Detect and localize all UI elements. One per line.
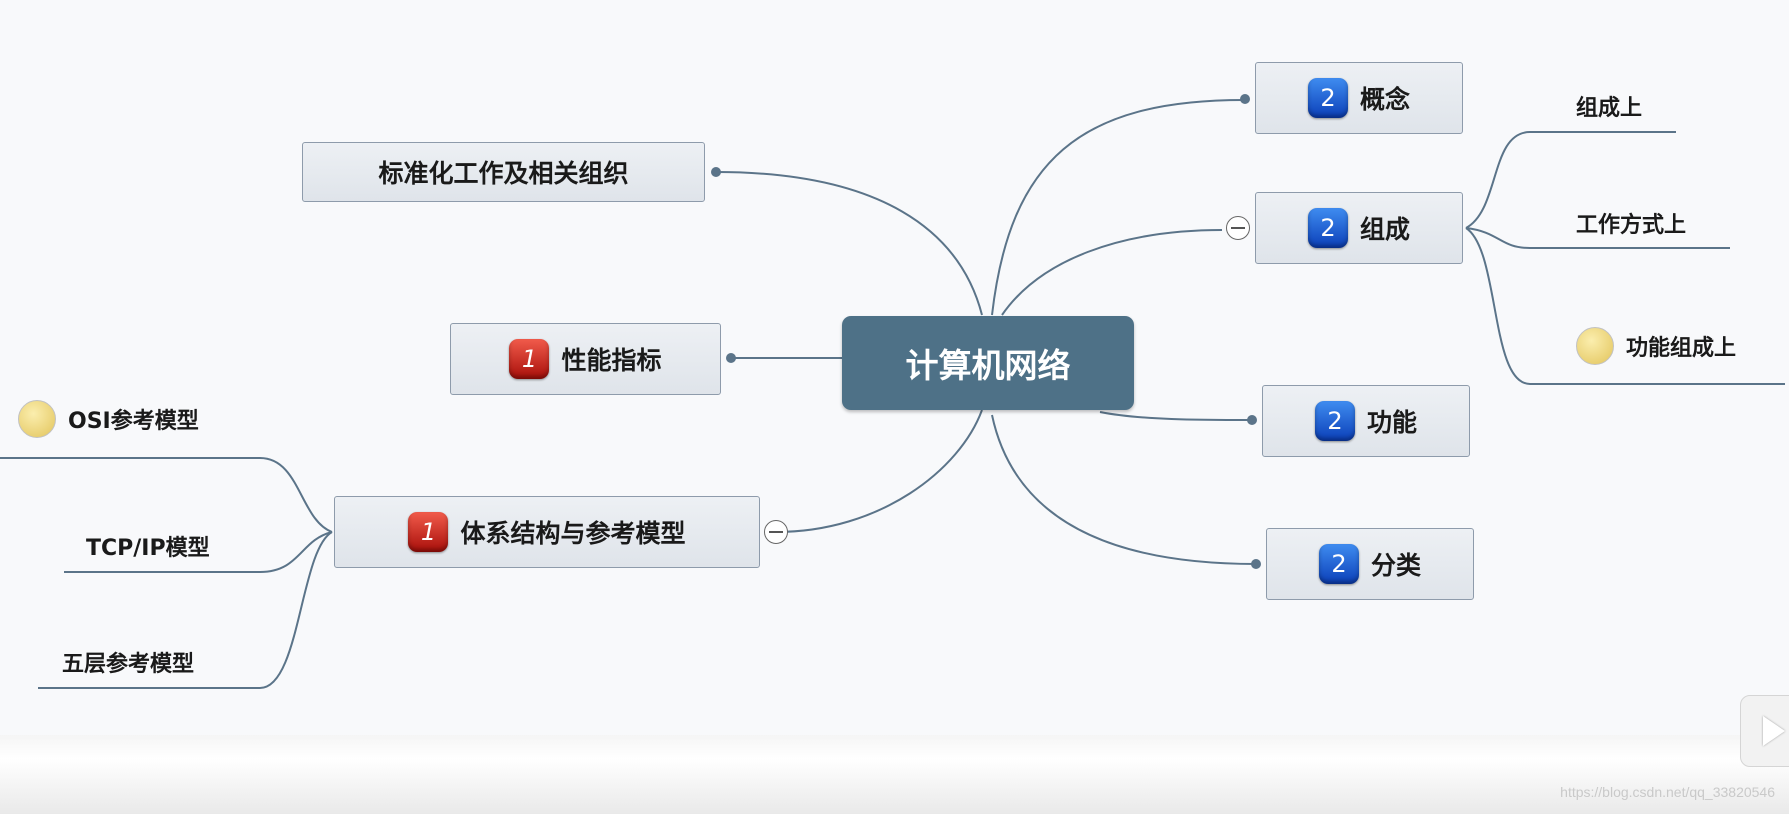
connector-comp-child-1 bbox=[1465, 131, 1676, 229]
subtopic-osi-model[interactable]: OSI参考模型 bbox=[18, 400, 199, 438]
connector-arch-child-2 bbox=[64, 531, 333, 573]
topic-label: 性能指标 bbox=[561, 346, 662, 375]
priority-badge: 1 bbox=[408, 512, 449, 552]
subtopic-label: 功能组成上 bbox=[1626, 336, 1737, 361]
topic-performance[interactable]: 1 性能指标 bbox=[450, 323, 721, 395]
subtopic-label: 五层参考模型 bbox=[62, 652, 195, 677]
topic-standardization[interactable]: 标准化工作及相关组织 bbox=[302, 142, 705, 202]
connector-dot-function bbox=[1247, 415, 1257, 425]
topic-label: 分类 bbox=[1370, 551, 1421, 580]
topic-function[interactable]: 2 功能 bbox=[1262, 385, 1470, 457]
collapse-architecture-icon[interactable] bbox=[764, 520, 788, 544]
play-icon bbox=[1763, 716, 1785, 746]
subtopic-composition-structure[interactable]: 组成上 bbox=[1576, 90, 1642, 122]
connector-standardization bbox=[715, 171, 983, 316]
topic-label: 概念 bbox=[1359, 85, 1410, 114]
priority-badge: 2 bbox=[1318, 544, 1359, 584]
topic-label: 标准化工作及相关组织 bbox=[378, 159, 629, 188]
topic-architecture[interactable]: 1 体系结构与参考模型 bbox=[334, 496, 760, 568]
subtopic-five-layer-model[interactable]: 五层参考模型 bbox=[62, 646, 194, 678]
connector-function bbox=[1099, 411, 1253, 421]
subtopic-tcpip-model[interactable]: TCP/IP模型 bbox=[86, 530, 210, 562]
connector-arch-child-1 bbox=[0, 457, 333, 533]
connector-arch-child-3 bbox=[38, 531, 333, 689]
central-topic[interactable]: 计算机网络 bbox=[842, 316, 1134, 410]
bottom-bar bbox=[0, 735, 1789, 814]
subtopic-label: 组成上 bbox=[1576, 96, 1643, 121]
connector-dot-classification bbox=[1251, 559, 1261, 569]
connector-concept bbox=[991, 99, 1245, 316]
priority-badge: 2 bbox=[1307, 208, 1348, 248]
connector-dot-concept bbox=[1240, 94, 1250, 104]
topic-label: 功能 bbox=[1366, 408, 1417, 437]
connector-comp-child-2 bbox=[1465, 227, 1730, 249]
topic-label: 组成 bbox=[1359, 215, 1410, 244]
play-button[interactable] bbox=[1740, 695, 1789, 767]
subtopic-composition-function[interactable]: 功能组成上 bbox=[1576, 327, 1736, 365]
priority-badge: 2 bbox=[1307, 78, 1348, 118]
topic-classification[interactable]: 2 分类 bbox=[1266, 528, 1474, 600]
subtopic-composition-working-mode[interactable]: 工作方式上 bbox=[1576, 207, 1686, 239]
topic-label: 体系结构与参考模型 bbox=[460, 519, 686, 548]
subtopic-label: OSI参考模型 bbox=[68, 409, 199, 434]
central-topic-label: 计算机网络 bbox=[905, 346, 1071, 385]
connector-dot-performance bbox=[726, 353, 736, 363]
connector-comp-child-3 bbox=[1465, 227, 1785, 385]
connector-architecture bbox=[775, 409, 983, 533]
topic-concept[interactable]: 2 概念 bbox=[1255, 62, 1463, 134]
priority-badge: 1 bbox=[509, 339, 550, 379]
topic-composition[interactable]: 2 组成 bbox=[1255, 192, 1463, 264]
subtopic-label: TCP/IP模型 bbox=[86, 536, 210, 561]
yellow-circle-marker-icon bbox=[1576, 327, 1614, 365]
subtopic-label: 工作方式上 bbox=[1576, 213, 1687, 238]
connector-classification bbox=[991, 414, 1257, 565]
watermark: https://blog.csdn.net/qq_33820546 bbox=[1560, 784, 1775, 800]
connector-dot-standardization bbox=[711, 167, 721, 177]
collapse-composition-icon[interactable] bbox=[1226, 216, 1250, 240]
yellow-circle-marker-icon bbox=[18, 400, 56, 438]
connector-composition bbox=[1001, 229, 1223, 316]
priority-badge: 2 bbox=[1314, 401, 1355, 441]
connector-layer bbox=[0, 94, 1785, 689]
